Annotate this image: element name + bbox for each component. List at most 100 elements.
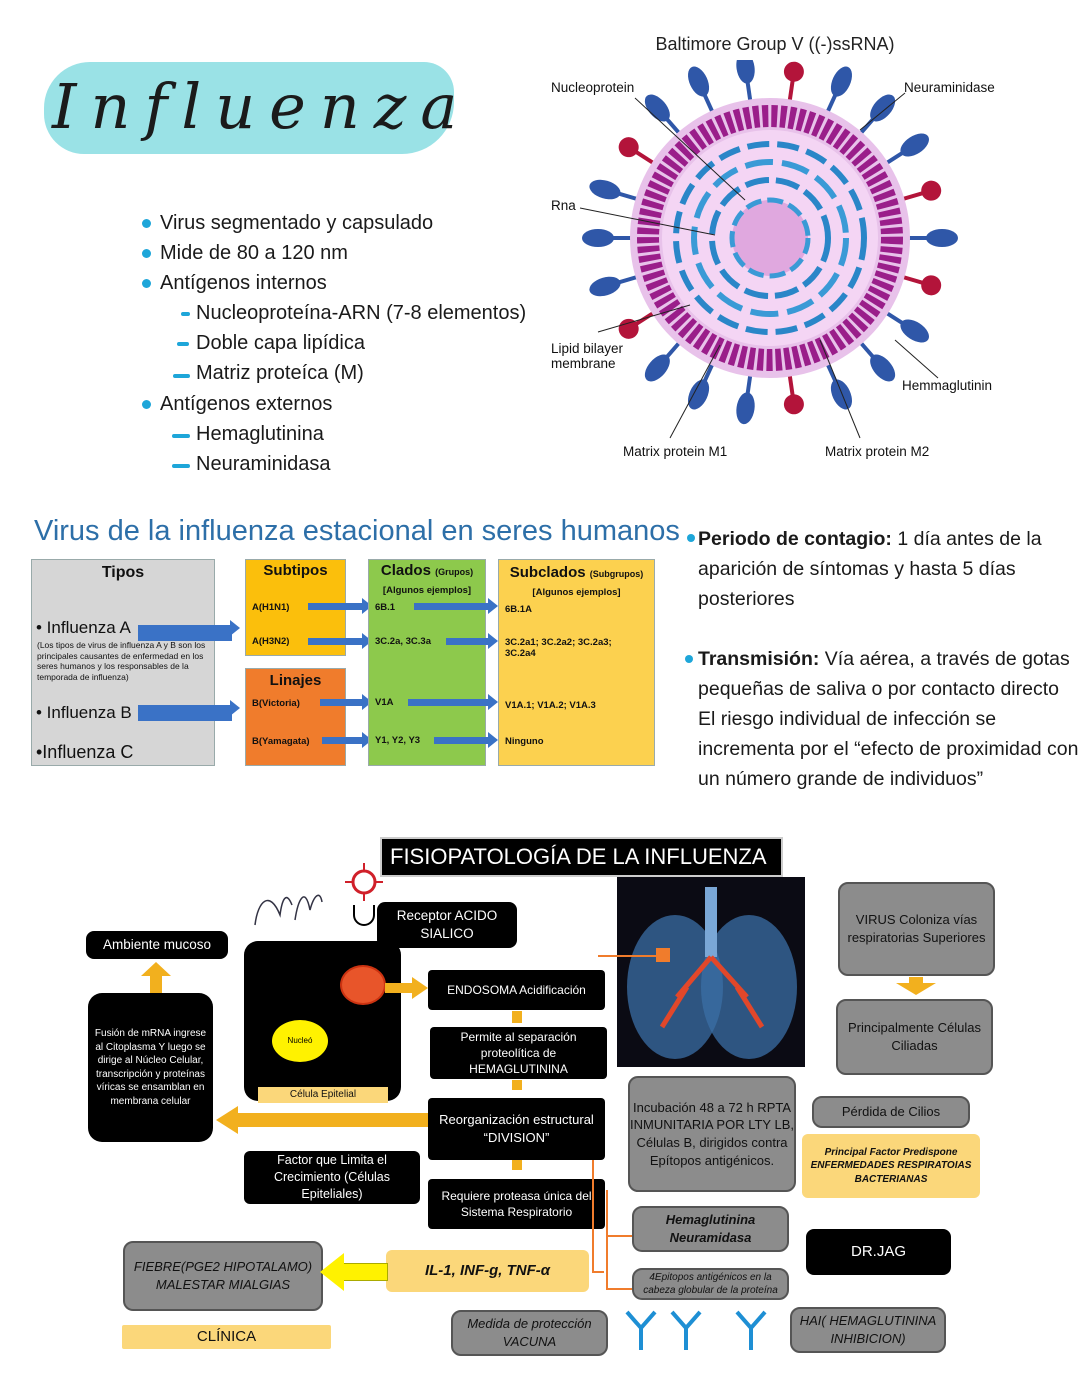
tipo-b: • Influenza B [36,703,132,722]
virus-rna-ring2 [691,159,849,317]
subclados-header: Subclados (Subgrupos) [509,564,644,581]
label-lines [579,92,939,439]
label-lipid-1: Lipid bilayer [551,341,624,356]
contagio-line3: posteriores [698,588,795,610]
fact-item: Antígenos externos [160,393,333,415]
virus-membrane [637,105,903,371]
tipo-a: • Influenza A [36,618,131,637]
bullet-icon [142,279,151,288]
lungs-image [617,877,805,1067]
arrow-icon [408,694,498,710]
hemagglutinin-spike [870,94,896,122]
arrow-down-icon [512,1080,522,1090]
hemagglutinin-spike [900,133,930,157]
virus-diagram [579,60,958,439]
arrow-head-icon [216,1106,238,1134]
epitopos-box: 4Epitopos antigénicos en la cabeza globu… [632,1268,789,1300]
hemagglutinin-spike [736,60,755,84]
contagio-line1: Periodo de contagio: 1 día antes de la [698,528,1042,550]
tipos-note: (Los tipos de virus de influenza A y B s… [37,640,206,682]
hemagglutinin-spike [926,229,958,247]
medida-box: Medida de protección VACUNA [451,1310,608,1356]
hemagglutinin-spike [688,379,710,410]
subtipo-item: A(H3N2) [252,636,290,647]
clados-sub: [Algunos ejemplos] [382,585,472,596]
neuraminidase-spike [921,275,942,296]
fact-subitem: Matriz proteíca (M) [196,362,364,384]
clinica-label: CLÍNICA [122,1325,331,1349]
fact-subitem: Doble capa lipídica [196,332,365,354]
transmision-line2: pequeñas de saliva o por contacto direct… [698,678,1059,700]
bullet-icon [687,534,695,542]
subclados-sub: [Algunos ejemplos] [532,587,621,598]
hemagglutinin-spike [736,392,755,425]
incubacion-box: Incubación 48 a 72 h RPTA INMUNITARIA PO… [628,1076,796,1192]
virus-diagram-title: Baltimore Group V ((-)ssRNA) [655,34,895,54]
clado-item: 3C.2a, 3C.3a [375,636,431,647]
arrow-right-icon [385,983,415,993]
hemagglutinin-spike [644,94,670,122]
hai-box: HAI( HEMAGLUTININA INHIBICION) [790,1307,946,1353]
virus-rna-ring3 [709,177,831,299]
neuraminidase-spike [783,61,804,82]
dash-icon [173,374,190,378]
requiere-box: Requiere proteasa única del Sistema Resp… [428,1179,605,1229]
arrow-icon [322,732,372,748]
clado-item: V1A [375,697,394,708]
factor-predispone-box: Principal Factor Predispone ENFERMEDADES… [802,1134,980,1198]
label-m2: Matrix protein M2 [825,444,930,459]
endosome-virus-icon [340,965,386,1005]
connector-line [606,1235,632,1237]
hemagglutinin-spike [830,379,852,410]
arrow-head-icon [320,1253,344,1291]
arrow-down-icon [512,1011,522,1023]
clado-item: Y1, Y2, Y3 [375,735,421,746]
label-nucleoprotein: Nucleoprotein [551,80,635,95]
subtipo-item: A(H1N1) [252,602,290,613]
fisio-title: FISIOPATOLOGÍA DE LA INFLUENZA [380,837,783,877]
fact-item: Virus segmentado y capsulado [160,212,434,234]
title-highlight [44,62,454,154]
permite-box: Permite al separación proteolítica de HE… [430,1027,607,1079]
hemagglutinin-spike [900,319,930,343]
tipo-c: •Influenza C [36,742,134,762]
dash-icon [172,434,190,438]
hemaneura-box: Hemaglutinina Neuramidasa [632,1206,789,1252]
hemagglutinin-spike [870,354,896,382]
arrow-left-icon [236,1113,428,1127]
linaje-item: B(Yamagata) [252,736,310,747]
transmision-line3: El riesgo individual de infección se [698,708,997,730]
neuraminidase-spike [618,137,639,158]
seasonal-title: Virus de la influenza estacional en sere… [34,515,680,547]
subclados-box: Subclados (Subgrupos) [Algunos ejemplos]… [498,559,655,766]
label-rna: Rna [551,198,576,213]
fact-subitem: Nucleoproteína-ARN (7-8 elementos) [196,302,527,324]
fact-item: Antígenos internos [160,272,327,294]
arrow-icon [414,598,498,614]
subclado-item: 6B.1A [505,604,532,615]
bullet-icon [142,249,151,258]
virus-rna-ring1 [673,141,867,335]
bullet-icon [142,400,151,409]
arrow-left-icon [342,1263,388,1281]
subclado-item: Ninguno [505,736,544,747]
arrow-head-icon [896,983,936,995]
arrow-icon [308,633,372,649]
label-lipid-2: membrane [551,356,616,371]
clado-item: 6B.1 [375,602,396,613]
epithelial-cell [244,941,401,1101]
hemagglutinin-spike [830,66,852,97]
drjag-box: DR.JAG [806,1229,951,1275]
neuraminidase-spike [921,180,942,201]
label-hemagglutinin: Hemmaglutinin [902,378,993,393]
arrow-icon [308,598,372,614]
connector-marker [656,948,670,962]
label-neuraminidase: Neuraminidase [904,80,995,95]
arrow-icon [446,633,498,649]
contagio-line2: aparición de síntomas y hasta 5 días [698,558,1016,580]
transmision-line1: Transmisión: Vía aérea, a través de gota… [698,648,1070,670]
celula-label: Célula Epitelial [258,1087,388,1103]
clados-box: Clados (Grupos) [Algunos ejemplos] 6B.1 … [368,559,486,766]
neuraminidase-spike [783,394,804,415]
endosoma-box: ENDOSOMA Acidificación [428,970,605,1010]
